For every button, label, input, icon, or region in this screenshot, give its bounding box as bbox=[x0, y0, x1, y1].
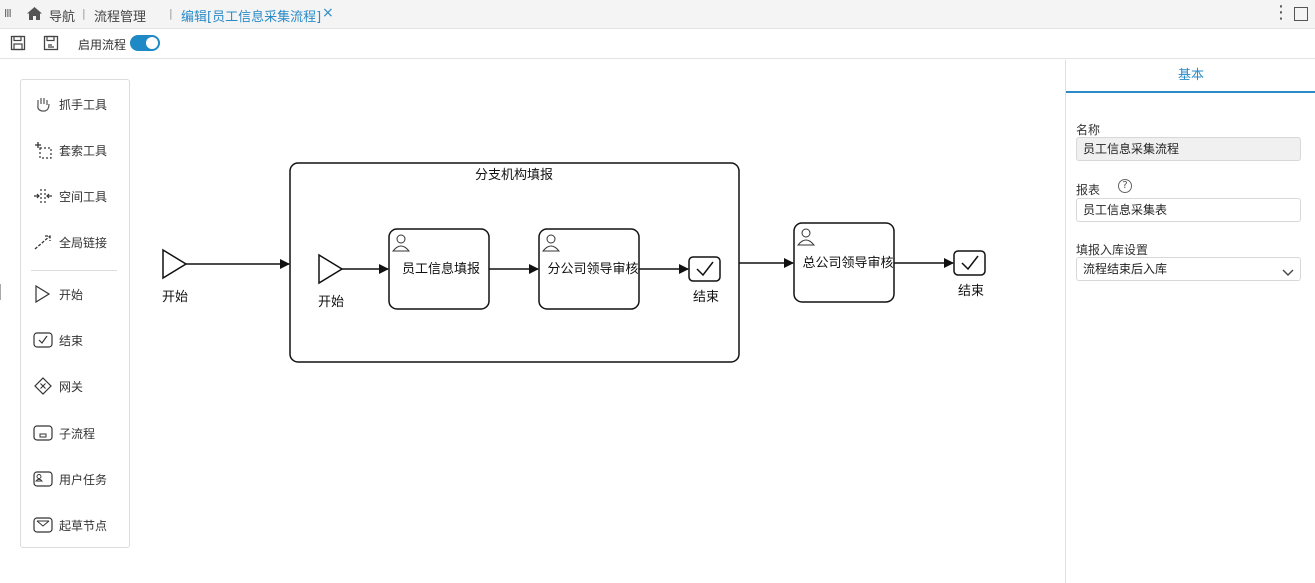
name-field[interactable]: 员工信息采集流程 bbox=[1076, 137, 1301, 161]
enable-flow-label: 启用流程 bbox=[78, 38, 127, 52]
subprocess-title: 分支机构填报 bbox=[475, 168, 553, 183]
palette-gateway[interactable]: 网关 bbox=[21, 371, 129, 401]
sub-end-event[interactable] bbox=[688, 256, 721, 282]
report-field[interactable]: 员工信息采集表 bbox=[1076, 198, 1301, 222]
user-icon bbox=[796, 228, 816, 246]
home-icon[interactable] bbox=[26, 6, 43, 25]
store-setting-label: 填报入库设置 bbox=[1076, 243, 1149, 257]
start-event[interactable] bbox=[162, 248, 188, 280]
more-vertical-icon[interactable]: ⋮ bbox=[1272, 2, 1290, 23]
store-setting-value: 流程结束后入库 bbox=[1083, 262, 1168, 276]
end-event-label: 结束 bbox=[958, 284, 984, 299]
link-icon bbox=[33, 233, 53, 251]
start-icon bbox=[33, 284, 53, 304]
palette-draft-node[interactable]: 起草节点 bbox=[21, 510, 129, 540]
user-task-icon bbox=[33, 470, 53, 488]
editor-toolbar: 启用流程 bbox=[0, 29, 1315, 59]
task-employee-info-fill-label: 员工信息填报 bbox=[402, 261, 480, 277]
palette-subprocess[interactable]: 子流程 bbox=[21, 418, 129, 448]
task-hq-leader-review-label: 总公司领导审核 bbox=[802, 256, 893, 271]
help-icon[interactable]: ? bbox=[1118, 179, 1132, 193]
menu-icon[interactable]: III bbox=[4, 7, 12, 20]
tab-edit-flow[interactable]: 编辑[员工信息采集流程] bbox=[181, 10, 322, 25]
bpmn-canvas[interactable]: 开始 分支机构填报 开始 员工信息填报 分公司领导审核 结束 bbox=[0, 0, 1065, 583]
tool-palette: 抓手工具 套索工具 空间工具 全局链接 开始 结束 网关 子流程 用户任务 起草… bbox=[20, 79, 130, 548]
chevron-down-icon bbox=[1282, 263, 1294, 285]
tab-basic[interactable]: 基本 bbox=[1066, 60, 1315, 93]
start-event-label: 开始 bbox=[162, 290, 188, 305]
hand-icon bbox=[33, 95, 53, 113]
name-label: 名称 bbox=[1076, 123, 1101, 137]
maximize-icon[interactable] bbox=[1294, 7, 1308, 21]
tab-flow-management[interactable]: 流程管理 bbox=[94, 10, 147, 25]
tab-separator: | bbox=[169, 7, 173, 20]
tab-separator: | bbox=[82, 7, 86, 20]
palette-hand-tool[interactable]: 抓手工具 bbox=[21, 89, 129, 119]
user-icon bbox=[391, 234, 411, 252]
store-setting-select[interactable]: 流程结束后入库 bbox=[1076, 257, 1301, 281]
task-employee-info-fill[interactable] bbox=[388, 228, 490, 310]
properties-panel: 基本 名称 员工信息采集流程 报表 ? 员工信息采集表 填报入库设置 流程结束后… bbox=[1065, 60, 1315, 583]
palette-space-tool[interactable]: 空间工具 bbox=[21, 181, 129, 211]
palette-lasso-tool[interactable]: 套索工具 bbox=[21, 135, 129, 165]
subprocess-icon bbox=[33, 424, 53, 442]
palette-end[interactable]: 结束 bbox=[21, 325, 129, 355]
subprocess-container[interactable] bbox=[289, 162, 740, 363]
lasso-icon bbox=[33, 141, 53, 159]
save-icon[interactable] bbox=[10, 35, 26, 55]
draft-node-icon bbox=[33, 516, 53, 534]
nav-label[interactable]: 导航 bbox=[49, 10, 76, 25]
palette-start[interactable]: 开始 bbox=[21, 279, 129, 309]
enable-flow-toggle[interactable] bbox=[130, 35, 160, 51]
end-event[interactable] bbox=[953, 250, 986, 276]
gateway-icon bbox=[33, 377, 53, 395]
user-icon bbox=[541, 234, 561, 252]
collapse-handle[interactable] bbox=[0, 284, 1, 300]
palette-divider bbox=[31, 270, 117, 271]
task-branch-leader-review-label: 分公司领导审核 bbox=[547, 262, 638, 277]
sub-end-label: 结束 bbox=[693, 290, 719, 305]
report-label: 报表 bbox=[1076, 183, 1101, 197]
sub-start-label: 开始 bbox=[318, 295, 344, 310]
save-as-icon[interactable] bbox=[43, 35, 59, 55]
task-hq-leader-review[interactable] bbox=[793, 222, 895, 303]
close-tab-icon[interactable]: × bbox=[322, 5, 334, 21]
end-icon bbox=[33, 331, 53, 349]
sub-start-event[interactable] bbox=[318, 253, 344, 285]
tab-bar: III 导航 | 流程管理 | 编辑[员工信息采集流程] × ⋮ bbox=[0, 0, 1315, 29]
palette-global-link[interactable]: 全局链接 bbox=[21, 227, 129, 257]
palette-user-task[interactable]: 用户任务 bbox=[21, 464, 129, 494]
space-icon bbox=[33, 187, 53, 205]
